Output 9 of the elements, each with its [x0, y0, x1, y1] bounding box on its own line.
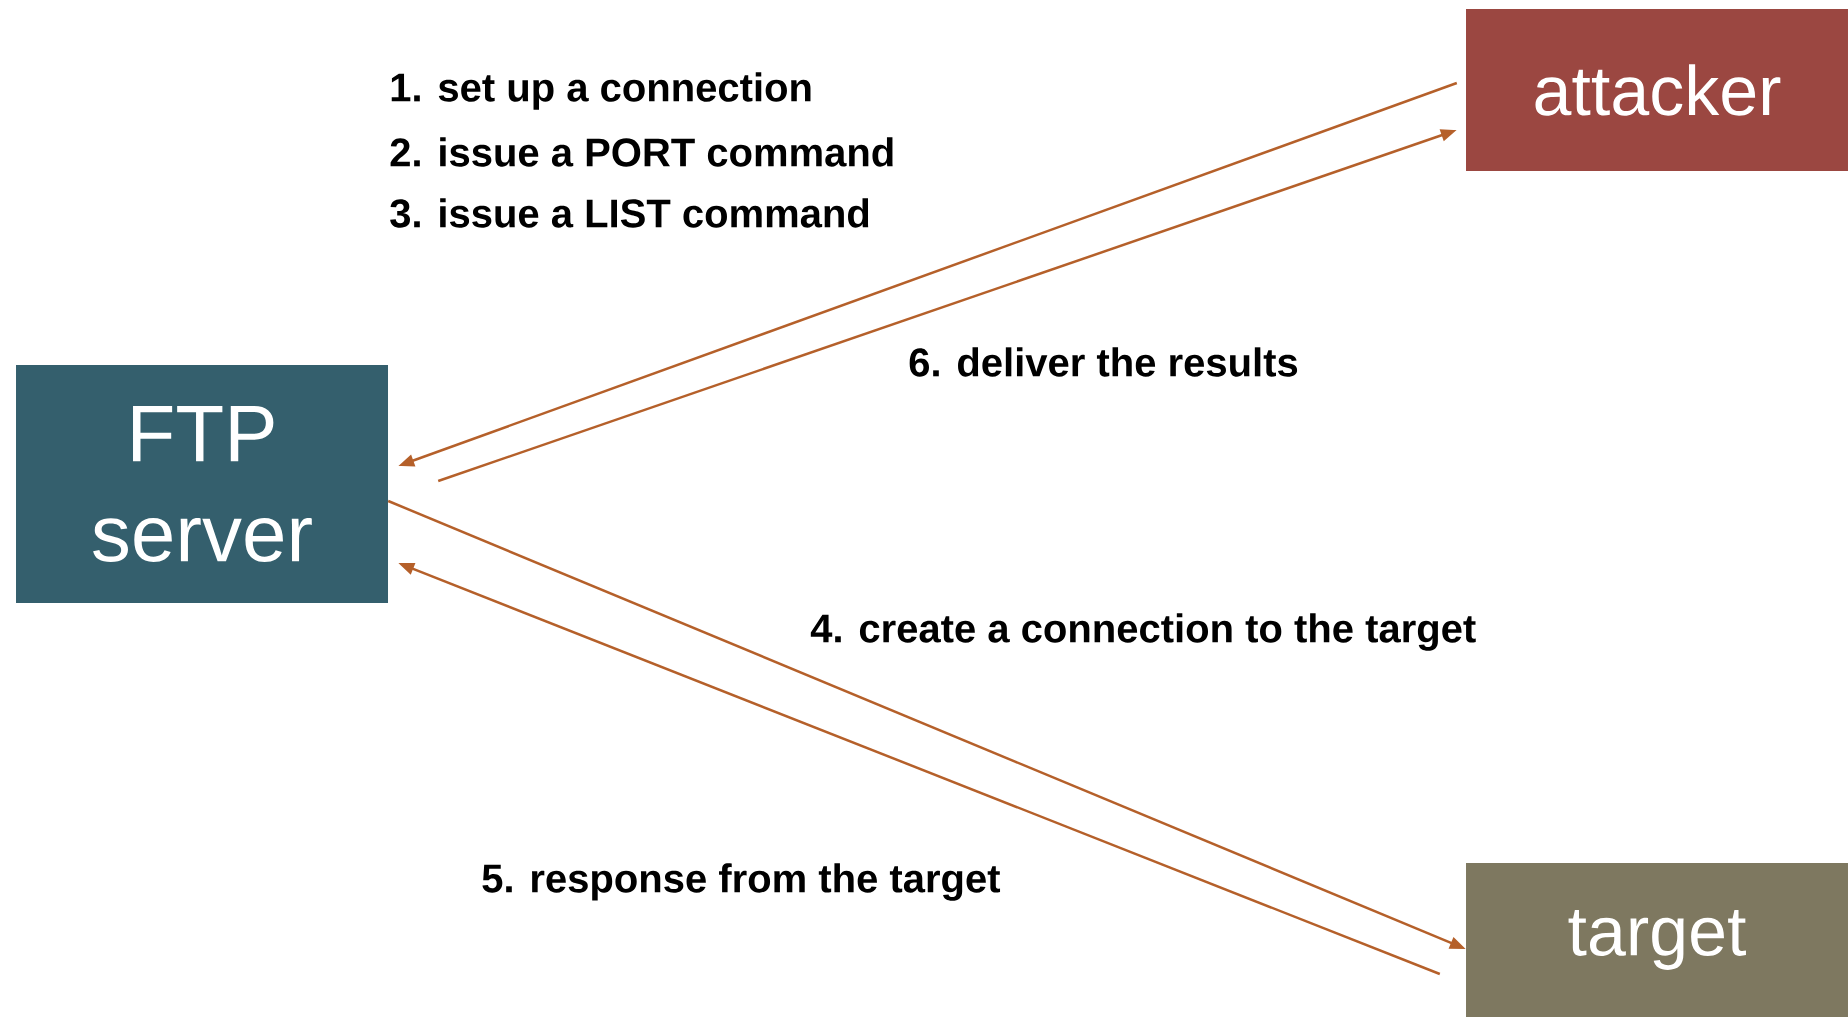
box: FTP server — [16, 365, 388, 603]
step-label: 4. create a connection to the target — [810, 613, 1476, 651]
step-label: 1. set up a connection — [391, 72, 811, 110]
step-label: 6. deliver the results — [909, 347, 1298, 377]
box: target — [1466, 863, 1848, 1017]
step-label: 2. issue a PORT command — [390, 137, 893, 167]
step-label: 5. response from the target — [482, 863, 1001, 901]
box: attacker — [1466, 9, 1848, 171]
step-label: 3. issue a LIST command — [390, 198, 869, 228]
